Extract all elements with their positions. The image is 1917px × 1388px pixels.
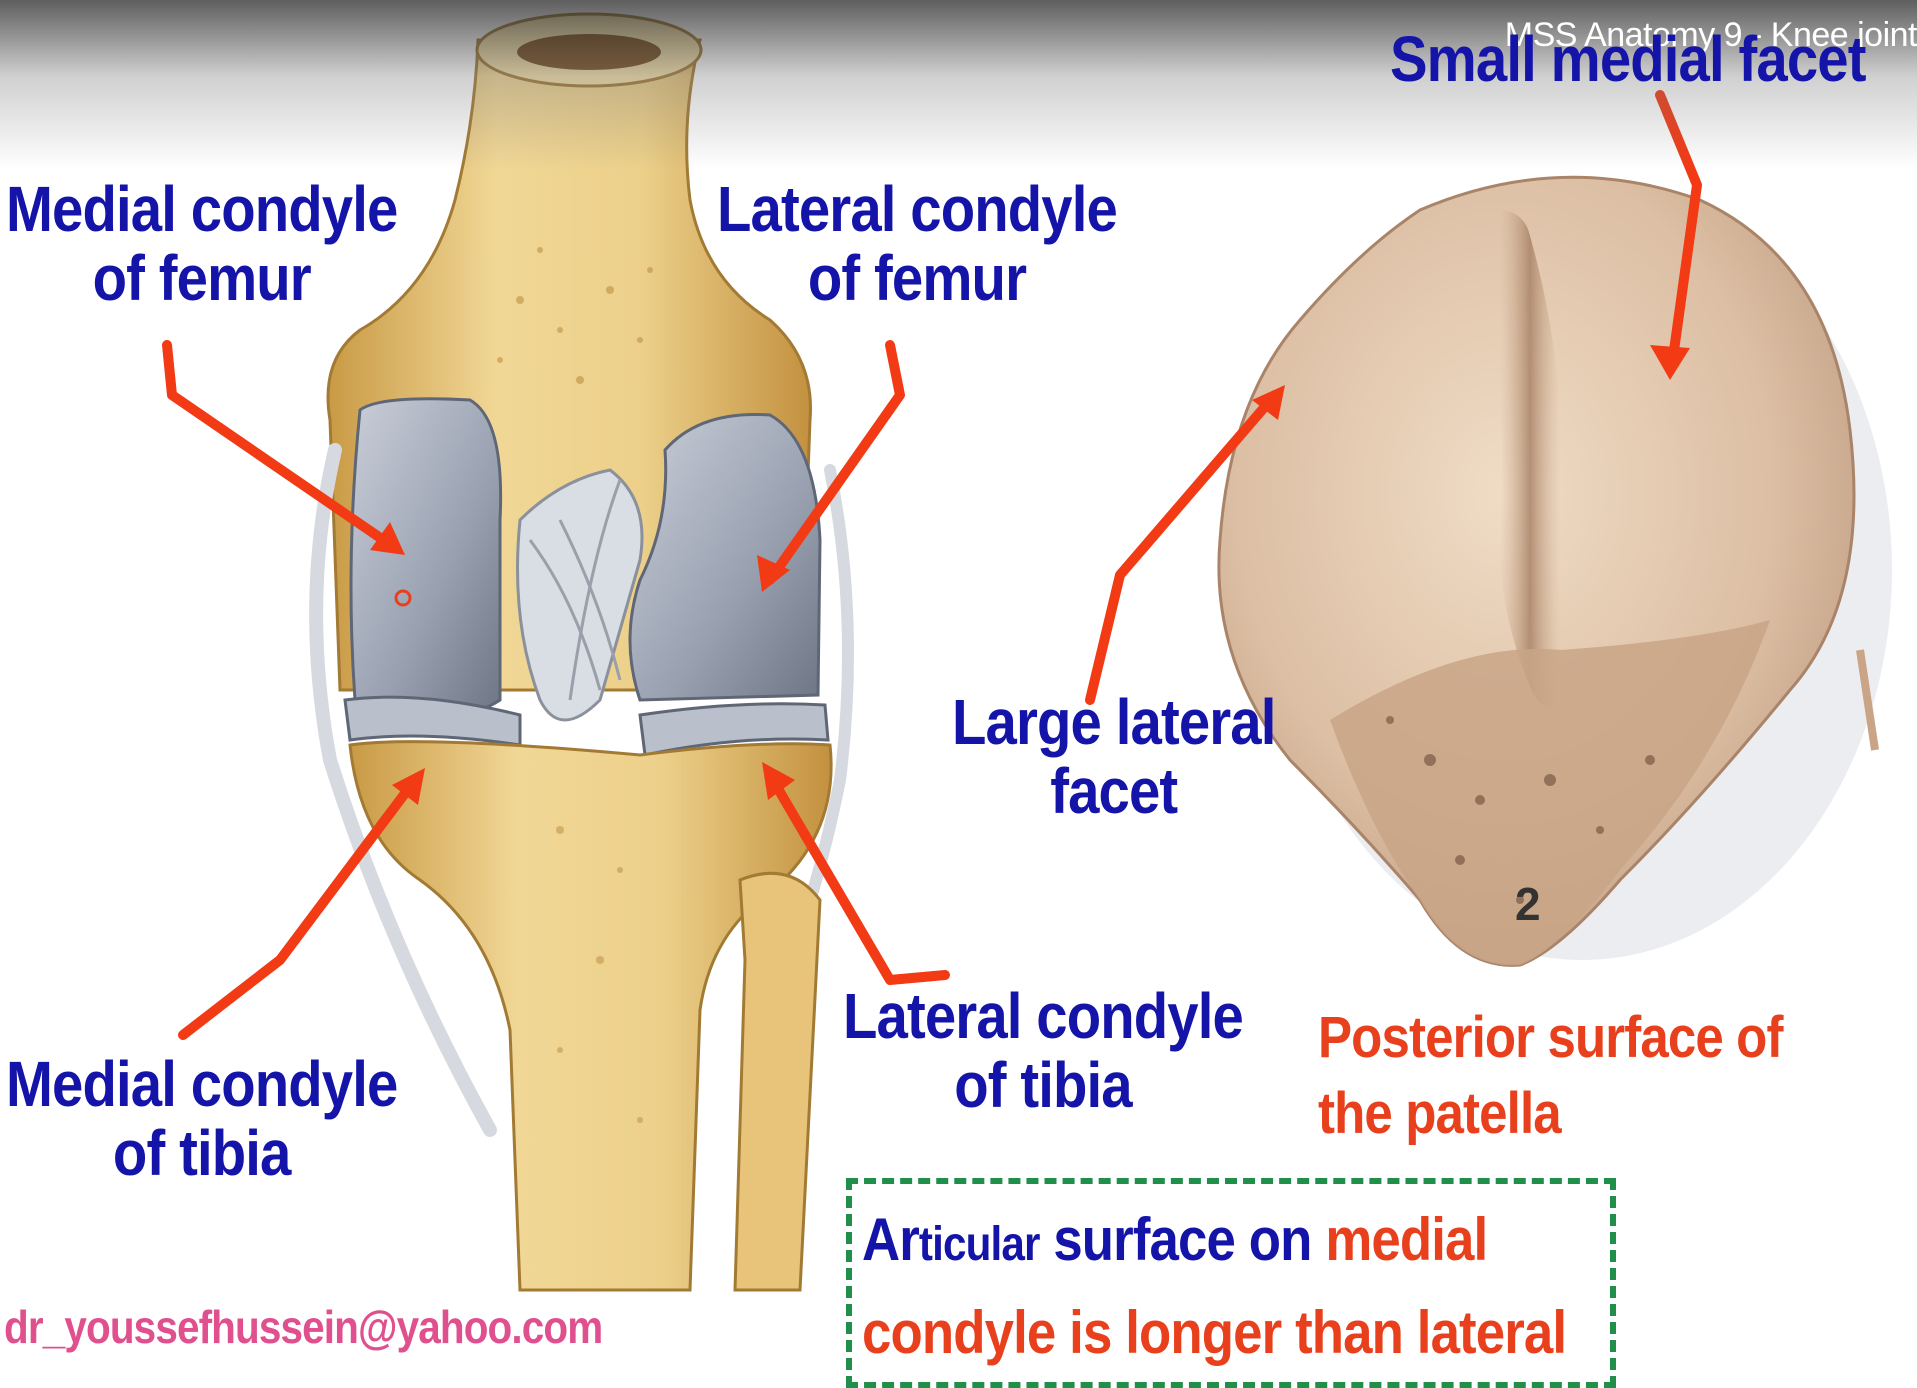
- label-line: facet: [952, 757, 1276, 826]
- fibula: [735, 873, 820, 1290]
- label-line: of femur: [6, 244, 397, 313]
- label-small-medial-facet: Small medial facet: [1390, 25, 1866, 94]
- label-line: the patella: [1318, 1076, 1783, 1152]
- label-line: Large lateral: [952, 688, 1276, 757]
- author-email: dr_youssefhussein@yahoo.com: [4, 1300, 602, 1354]
- note-line-1: Articular surface on medial: [862, 1196, 1566, 1289]
- note-part: surface on: [1040, 1206, 1326, 1273]
- label-medial-condyle-femur: Medial condyle of femur: [6, 175, 397, 313]
- medial-condyle-cartilage: [351, 399, 501, 714]
- label-posterior-surface-patella: Posterior surface of the patella: [1318, 1000, 1783, 1152]
- label-line: Lateral condyle: [717, 175, 1117, 244]
- label-line: Medial condyle: [6, 175, 397, 244]
- femur-marrow: [517, 34, 661, 70]
- note-part: Ar: [862, 1206, 919, 1273]
- label-line: of tibia: [6, 1119, 397, 1188]
- label-line: of femur: [717, 244, 1117, 313]
- label-lateral-condyle-femur: Lateral condyle of femur: [717, 175, 1117, 313]
- label-line: Lateral condyle: [843, 982, 1243, 1051]
- note-line-2: condyle is longer than lateral: [862, 1289, 1566, 1377]
- label-line: Medial condyle: [6, 1050, 397, 1119]
- figure-number: 2: [1515, 878, 1541, 930]
- label-large-lateral-facet: Large lateral facet: [952, 688, 1276, 826]
- note-part: medial: [1325, 1206, 1487, 1273]
- label-lateral-condyle-tibia: Lateral condyle of tibia: [843, 982, 1243, 1120]
- label-line: of tibia: [843, 1051, 1243, 1120]
- label-line: Small medial facet: [1390, 25, 1866, 94]
- label-medial-condyle-tibia: Medial condyle of tibia: [6, 1050, 397, 1188]
- label-line: Posterior surface of: [1318, 1000, 1783, 1076]
- patella-illustration: 2: [1219, 177, 1892, 965]
- note-part: ticular: [919, 1218, 1040, 1271]
- note-text: Articular surface on medial condyle is l…: [862, 1196, 1566, 1377]
